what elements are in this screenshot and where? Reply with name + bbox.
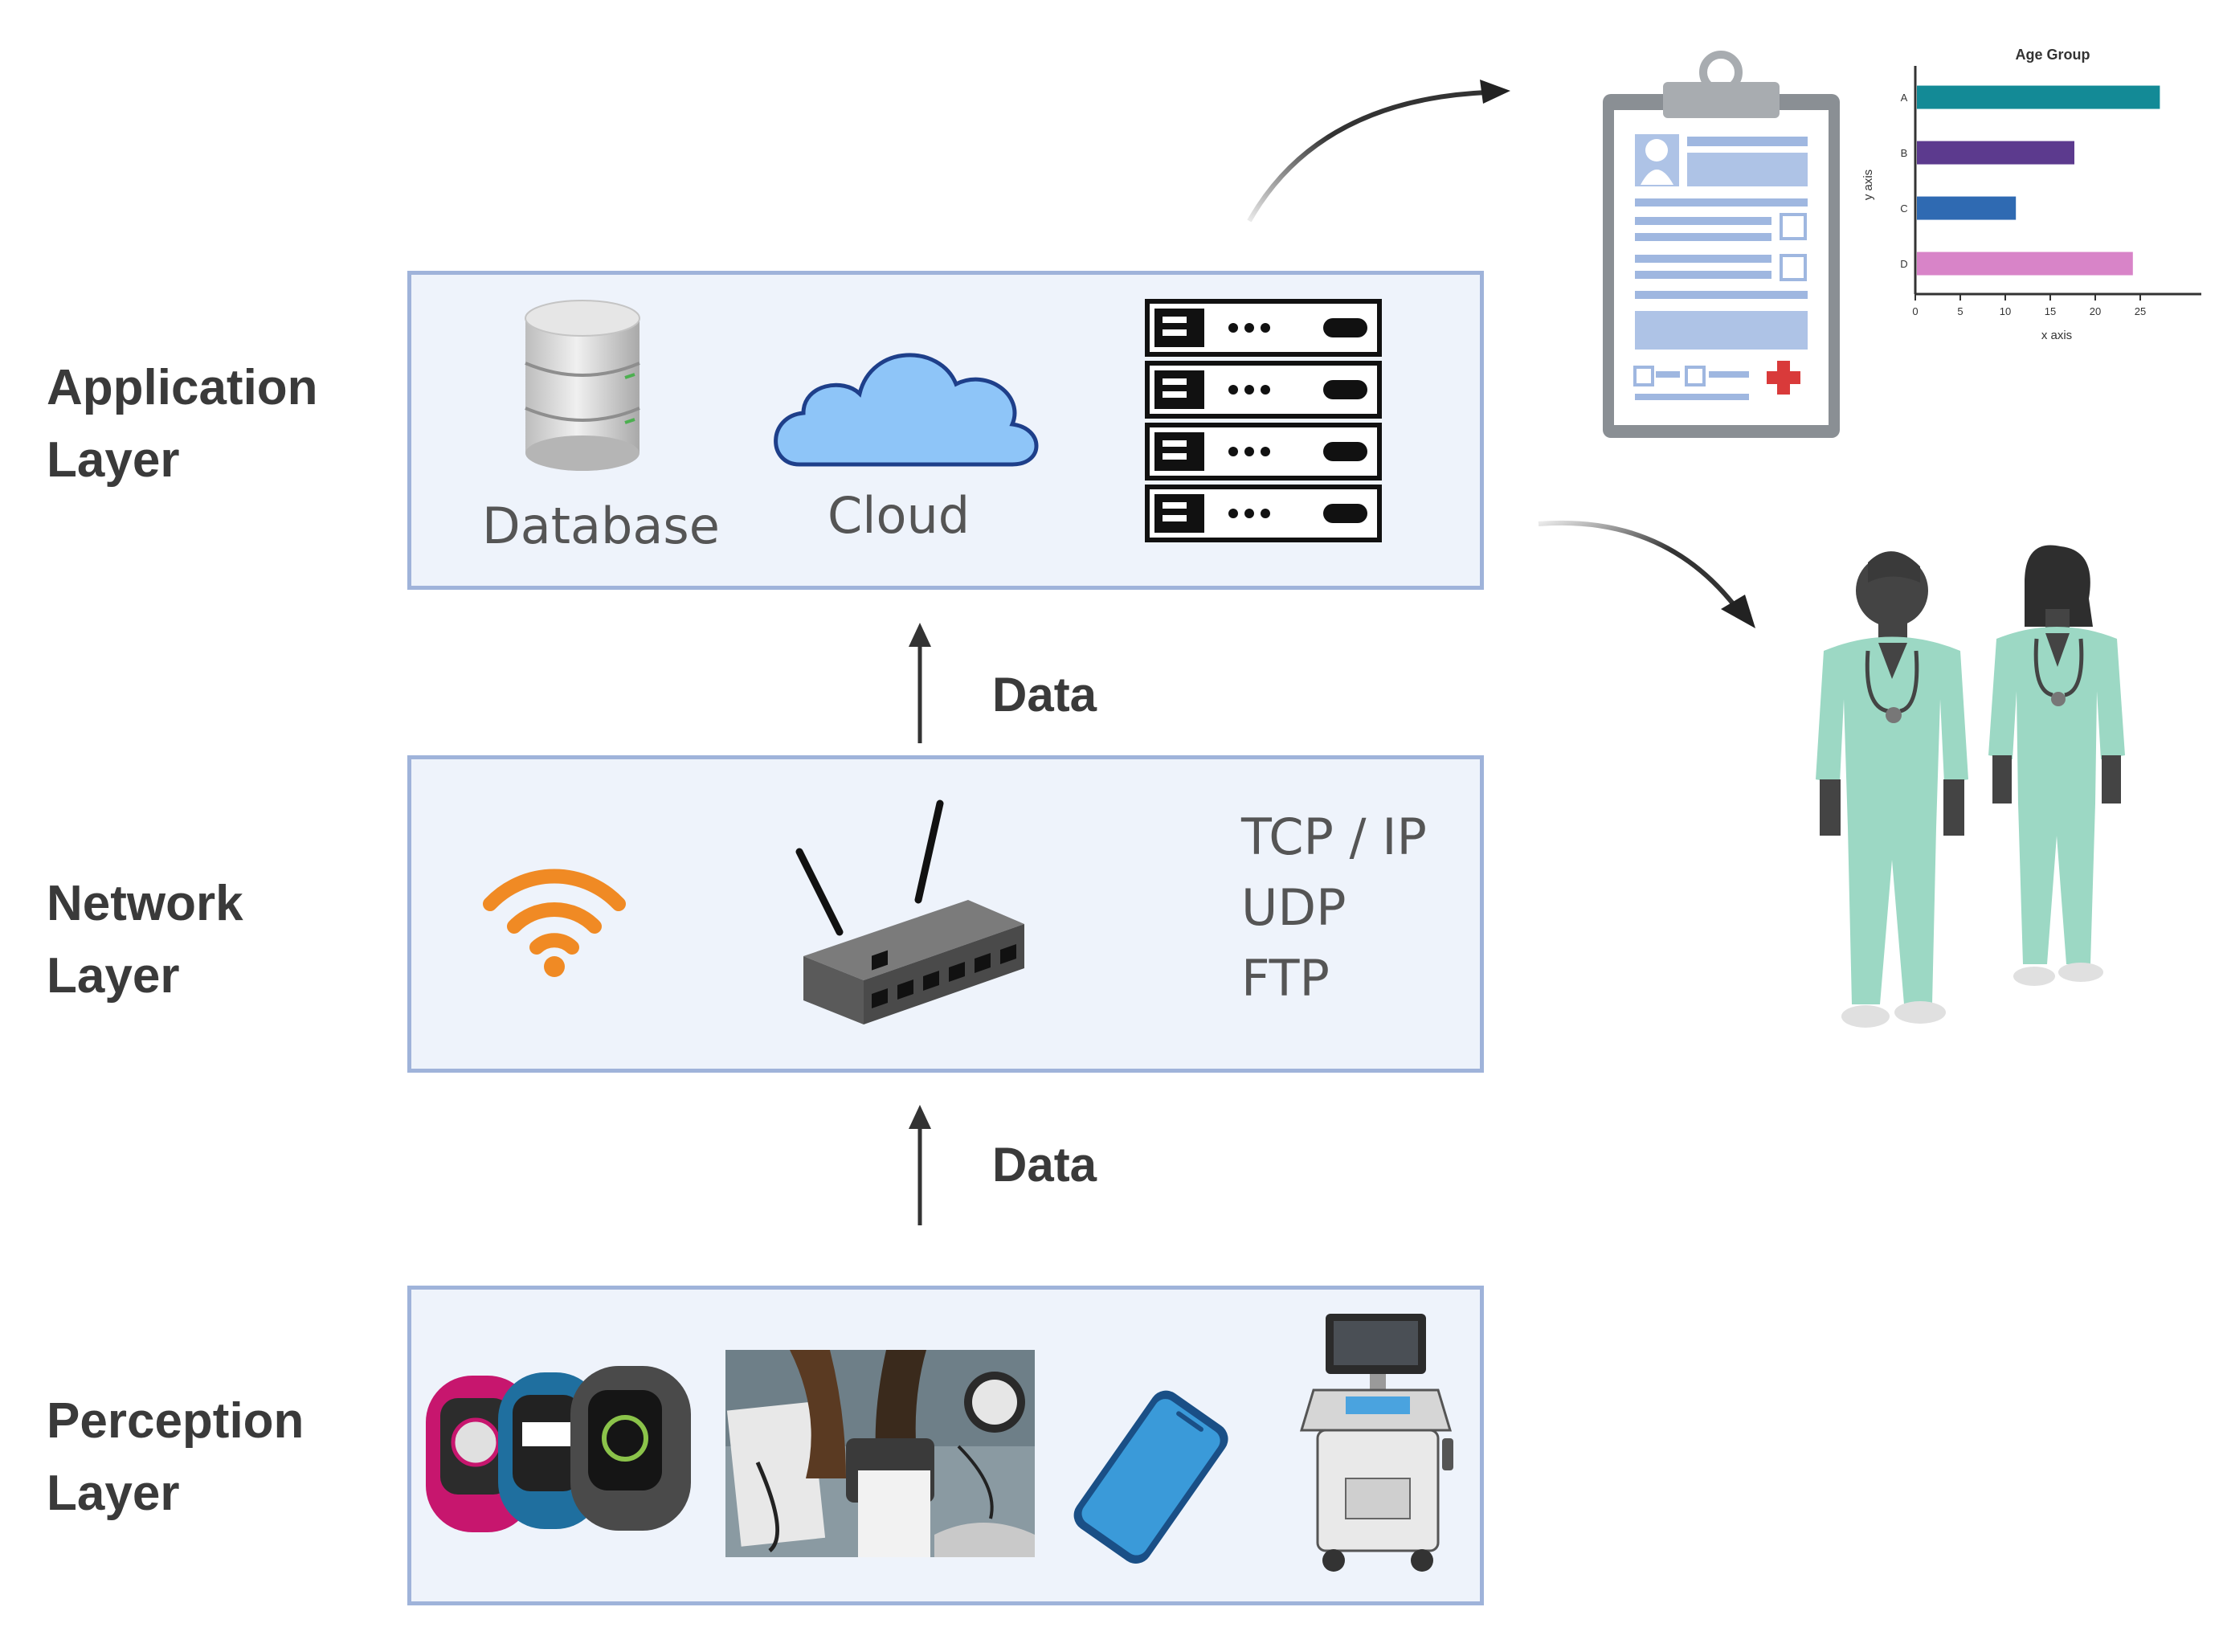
database-icon [525,300,640,471]
nurse-icon [1988,545,2125,986]
protocol-tcp-ip: TCP / IP [1241,808,1427,866]
application-layer-label-line1: Application [47,360,318,415]
fitness-band-icon [426,1366,691,1532]
chart-x-tick-label: 5 [1957,305,1963,317]
chart-y-axis-label: y axis [1861,170,1875,200]
perception-layer-label-line2: Layer [47,1466,180,1521]
chart-bar-c [1917,196,2017,220]
chart-category-label: D [1900,258,1907,270]
age-group-chart: Age Group y axis x axis A B C D 0 5 10 15 20 25 [1861,47,2201,342]
medical-cross-icon [1767,361,1800,395]
cloud-icon [774,353,1039,467]
clipboard-report-icon [1603,51,1840,438]
upper-data-label: Data [992,668,1097,722]
chart-x-tick-label: 0 [1912,305,1918,317]
server-rack-icon [1145,299,1382,542]
chart-bar-a [1917,85,2160,109]
application-layer-label: Application Layer [47,352,318,497]
router-icon [795,799,1024,1024]
chart-category-label: C [1900,202,1907,215]
lower-data-label: Data [992,1138,1097,1192]
report-output-arrow-icon [1247,80,1510,223]
database-label: Database [482,497,720,555]
perception-layer-label: Perception Layer [47,1385,304,1530]
chart-x-tick-label: 15 [2045,305,2056,317]
network-layer-label-line2: Layer [47,948,180,1004]
chart-x-tick-label: 25 [2135,305,2146,317]
chart-category-label: B [1901,147,1908,159]
lower-data-arrow-icon [909,1105,931,1225]
chart-title: Age Group [2016,47,2090,63]
chart-bar-d [1917,251,2133,276]
upper-data-arrow-icon [909,623,931,743]
chart-x-tick-label: 10 [2000,305,2011,317]
staff-output-arrow-icon [1538,520,1755,628]
doctor-icon [1816,551,1968,1028]
chart-x-axis-label: x axis [2041,329,2072,342]
ultrasound-machine-icon [1299,1314,1453,1572]
chart-category-label: A [1901,92,1908,104]
application-layer-label-line2: Layer [47,432,180,488]
chart-bar-b [1917,141,2074,165]
network-layer-label-line1: Network [47,876,243,931]
protocol-udp: UDP [1241,878,1346,937]
router-ports-icon [872,944,1016,1008]
smartphone-icon [1073,1390,1228,1564]
protocol-ftp: FTP [1241,949,1330,1008]
network-layer-label: Network Layer [47,868,243,1012]
perception-layer-label-line1: Perception [47,1393,304,1449]
wifi-icon [483,869,626,977]
blood-pressure-photo [725,1350,1035,1557]
cloud-label: Cloud [827,486,971,545]
chart-x-tick-label: 20 [2090,305,2101,317]
